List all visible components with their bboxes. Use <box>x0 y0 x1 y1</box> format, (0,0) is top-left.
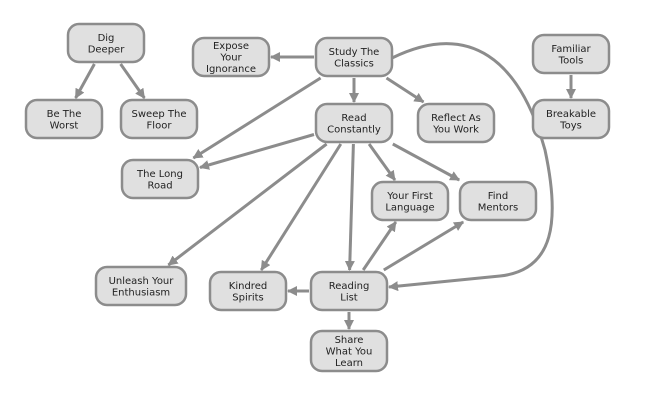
node-label-line: Reflect As <box>431 113 481 124</box>
node-label-line: Breakable <box>546 109 596 120</box>
node-label-line: Read <box>341 113 366 124</box>
edge-read-constantly-to-kindred-spirits <box>260 143 343 271</box>
node-label-line: Learn <box>335 358 363 369</box>
node-label-line: Tools <box>558 55 584 66</box>
node-label-line: Mentors <box>478 202 518 213</box>
edge-read-constantly-to-unleash-your-enthusiasm <box>167 142 328 267</box>
edge-reading-list-to-your-first-language <box>361 221 398 271</box>
node-label-line: Language <box>385 202 434 213</box>
node-box <box>66 22 146 64</box>
node-label-line: Spirits <box>232 292 264 303</box>
edge-reading-list-to-find-mentors <box>383 220 465 272</box>
node-label-line: Unleash Your <box>109 276 175 287</box>
node-label-line: Study The <box>329 47 380 58</box>
node-box <box>120 158 200 200</box>
edge-dig-deeper-to-sweep-the-floor <box>119 63 146 99</box>
edge-dig-deeper-to-be-the-worst <box>74 63 96 99</box>
node-label-line: Reading <box>329 281 370 292</box>
node-label-line: What You <box>326 347 373 358</box>
node-label-line: Expose <box>213 41 249 52</box>
node-box <box>119 98 199 140</box>
edge-study-the-classics-to-reading-list <box>388 42 554 292</box>
edge-read-constantly-to-the-long-road <box>199 133 315 170</box>
node-box <box>24 98 104 140</box>
node-box <box>314 102 394 144</box>
node-label-line: Sweep The <box>132 109 187 120</box>
node-box <box>191 36 271 78</box>
edge-read-constantly-to-find-mentors <box>392 142 461 182</box>
node-box <box>531 33 611 75</box>
node-box <box>531 98 611 140</box>
node-label-line: Road <box>147 180 172 191</box>
node-box <box>94 265 188 307</box>
node-label-line: Be The <box>47 109 82 120</box>
node-box <box>370 180 450 222</box>
node-label-line: List <box>340 292 358 303</box>
node-label-line: Dig <box>98 33 115 44</box>
node-label-line: Your First <box>386 191 433 202</box>
node-box <box>309 270 389 312</box>
node-label-line: Toys <box>559 120 582 131</box>
node-label-line: Find <box>488 191 509 202</box>
node-box <box>208 270 288 312</box>
node-box <box>309 329 389 373</box>
edge-study-the-classics-to-reflect-as-you-work <box>385 76 425 104</box>
node-label-line: Worst <box>50 120 79 131</box>
node-label-line: The Long <box>136 169 183 180</box>
node-box <box>314 36 394 78</box>
edge-read-constantly-to-your-first-language <box>367 143 397 181</box>
node-label-line: Kindred <box>229 281 267 292</box>
node-label-line: Constantly <box>327 124 381 135</box>
node-label-line: Classics <box>334 58 374 69</box>
edges-layer <box>74 42 576 330</box>
node-label-line: Enthusiasm <box>112 287 170 298</box>
node-label-line: Familiar <box>551 44 591 55</box>
node-box <box>416 102 496 144</box>
node-box <box>458 180 538 222</box>
node-label-line: Deeper <box>88 44 126 55</box>
node-label-line: Share <box>335 335 364 346</box>
node-label-line: You Work <box>432 124 479 135</box>
node-label-line: Floor <box>147 120 173 131</box>
edge-read-constantly-to-reading-list <box>344 143 355 271</box>
node-label-line: Your <box>219 53 242 64</box>
edge-study-the-classics-to-the-long-road <box>192 76 322 160</box>
node-label-line: Ignorance <box>206 64 256 75</box>
